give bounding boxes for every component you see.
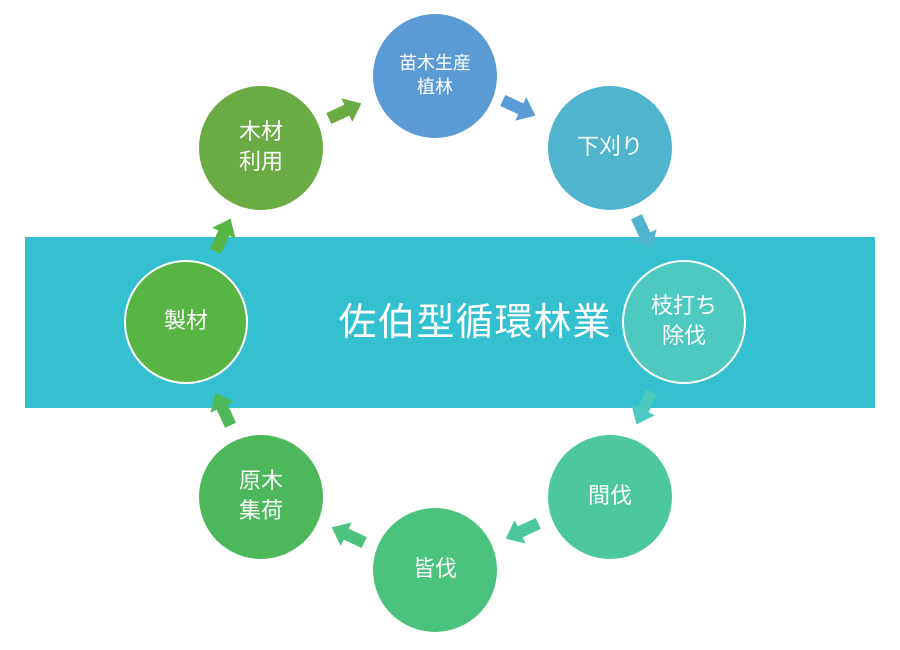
cycle-node-weeding: 下刈り [548, 86, 672, 210]
cycle-node-label: 製材 [163, 309, 208, 335]
cycle-node-clear-cutting: 皆伐 [373, 508, 497, 632]
arrow-right-icon [625, 211, 664, 255]
cycle-node-label: 間伐 [587, 484, 632, 510]
cycle-node-sawmilling: 製材 [124, 260, 248, 384]
cycle-node-seedling-planting: 苗木生産 植林 [373, 14, 497, 138]
cycle-node-timber-use: 木材 利用 [199, 86, 323, 210]
arrow-right-icon [625, 386, 664, 430]
cycle-node-label: 原木 集荷 [238, 469, 283, 524]
cycle-node-label: 皆伐 [412, 557, 457, 583]
cycle-node-label: 下刈り [576, 135, 643, 161]
cycle-node-log-collection: 原木 集荷 [199, 435, 323, 559]
cycle-node-label: 枝打ち 除伐 [650, 294, 717, 349]
arrow-right-icon [204, 213, 243, 257]
cycle-node-label: 木材 利用 [238, 120, 283, 175]
cycle-node-pruning-cleaning: 枝打ち 除伐 [622, 260, 746, 384]
cycle-node-thinning: 間伐 [548, 435, 672, 559]
arrow-right-icon [497, 89, 541, 128]
center-title: 佐伯型循環林業 [338, 300, 612, 344]
arrow-right-icon [326, 516, 370, 555]
arrow-right-icon [204, 387, 243, 431]
arrow-right-icon [500, 512, 544, 551]
arrow-right-icon [323, 92, 367, 131]
cycle-node-label: 苗木生産 植林 [399, 52, 471, 98]
